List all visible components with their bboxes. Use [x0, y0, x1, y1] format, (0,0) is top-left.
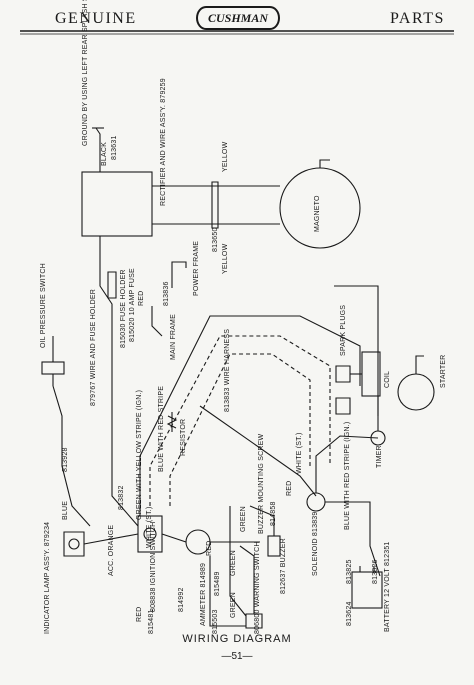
page-header: GENUINE CUSHMAN PARTS — [0, 0, 474, 40]
green-wire-1 — [229, 506, 247, 617]
starter-cable — [334, 285, 379, 416]
magneto-lead — [319, 159, 330, 168]
label-black: BLACK — [101, 142, 108, 166]
label-green-yellow-stripe: GREEN WITH YELLOW STRIPE (IGN.) — [136, 389, 143, 520]
label-coil: COIL — [384, 370, 391, 388]
fuse-to-switch-wire — [111, 332, 139, 527]
warning-switch-lead — [239, 545, 255, 614]
label-timer: TIMER — [376, 445, 383, 468]
diagram-title: WIRING DIAGRAM — [182, 633, 292, 645]
label-buzzer-screw: BUZZER MOUNTING SCREW — [258, 433, 265, 534]
label-magneto: MAGNETO — [314, 195, 321, 232]
harness-wire-2 — [199, 405, 317, 497]
spark-plug-1 — [335, 365, 351, 383]
label-part-813650: 813650 — [212, 227, 219, 252]
label-power-frame: POWER FRAME — [193, 240, 200, 296]
label-ignition-switch: 808838 IGNITION SWITCH — [150, 521, 157, 612]
label-spark-plugs: SPARK PLUGS — [340, 304, 347, 356]
indicator-lamp — [63, 531, 85, 557]
label-oil-pressure: OIL PRESSURE SWITCH — [40, 263, 47, 348]
label-red-switch: RED — [136, 606, 143, 622]
cushman-logo: CUSHMAN — [196, 6, 280, 30]
label-battery: BATTERY 12 VOLT 812351 — [384, 541, 391, 632]
wire-harness-inner — [169, 353, 311, 506]
buzzer-lead — [249, 505, 275, 536]
switch-to-ammeter — [161, 533, 187, 543]
label-red-lower: RED — [206, 540, 213, 556]
label-main-frame: MAIN FRAME — [170, 314, 177, 360]
power-frame-lead — [171, 261, 187, 288]
label-fuse-holder-part: 815030 FUSE HOLDER — [120, 269, 127, 348]
battery-box — [351, 571, 383, 609]
blue-wire — [52, 385, 91, 527]
label-red-mid: RED — [286, 480, 293, 496]
label-solenoid: SOLENOID 813839 — [312, 511, 319, 576]
label-ammeter: AMMETER 814989 — [200, 562, 207, 626]
label-part-813825: 813825 — [346, 559, 353, 584]
label-fuse-holder: 879767 WIRE AND FUSE HOLDER — [90, 288, 97, 406]
green-wire-2 — [209, 556, 246, 627]
ground-lead — [95, 127, 101, 172]
label-part-813826: 813826 — [372, 559, 379, 584]
indicator-lamp-bulb — [68, 538, 80, 550]
oil-pressure-switch — [41, 361, 65, 375]
label-part-814858: 814858 — [270, 501, 277, 526]
warning-switch — [245, 613, 263, 629]
label-part-813928: 813928 — [62, 447, 69, 472]
label-part-813631: 813631 — [111, 135, 118, 160]
connector-813650 — [211, 181, 219, 229]
page-number: —51— — [221, 651, 253, 662]
header-left-text: GENUINE — [55, 10, 137, 27]
harness-wire-1 — [139, 315, 361, 516]
coil-body — [361, 351, 381, 397]
label-resistor: RESISTOR — [180, 418, 187, 456]
label-yellow-bottom: YELLOW — [222, 243, 229, 274]
rectifier-box — [81, 171, 153, 237]
wire-harness-outer — [149, 335, 331, 506]
label-blue: BLUE — [62, 500, 69, 520]
starter-circle — [397, 373, 435, 411]
resistor-zigzag — [166, 415, 178, 429]
solenoid-to-battery — [325, 501, 381, 577]
wiring-diagram-drawing — [41, 127, 435, 629]
solenoid-to-timer — [315, 435, 379, 493]
header-right-text: PARTS — [390, 10, 445, 27]
spark-plug-2 — [335, 397, 351, 415]
battery-terminals — [359, 566, 375, 572]
label-red-fuse: RED — [138, 290, 145, 306]
label-white-st-2: WHITE (ST.) — [296, 432, 303, 474]
label-green-top: GREEN — [240, 506, 247, 532]
label-part-813624: 813624 — [346, 601, 353, 626]
label-warning-switch: 806800 WARNING SWITCH — [254, 541, 261, 634]
fuse-holder-wire — [99, 236, 113, 332]
label-wire-harness: 813833 WIRE HARNESS — [224, 328, 231, 412]
label-buzzer: 812637 BUZZER — [280, 538, 287, 594]
label-green-low: GREEN — [230, 592, 237, 618]
label-starter: STARTER — [440, 354, 447, 388]
label-part-813836: 813836 — [163, 281, 170, 306]
wiring-diagram: GROUND BY USING LEFT REAR SPLASH SHIELD … — [0, 0, 474, 636]
label-fuse: 815020 10 AMP FUSE — [129, 268, 136, 342]
label-part-813832: 813832 — [118, 485, 125, 510]
label-blue-red-stripe: BLUE WITH RED STRIPE — [158, 385, 165, 472]
label-acc: ACC. ORANGE — [108, 524, 115, 576]
label-part-814992: 814992 — [178, 587, 185, 612]
label-part-815489: 815489 — [214, 571, 221, 596]
label-part-815503: 815503 — [212, 609, 219, 634]
label-green-mid: GREEN — [230, 550, 237, 576]
starter-lead — [415, 355, 424, 374]
header-rules — [20, 30, 454, 35]
ignition-switch-key — [143, 527, 157, 541]
label-part-815481: 815481 — [148, 609, 155, 634]
label-ground: GROUND BY USING LEFT REAR SPLASH SHIELD … — [82, 0, 89, 146]
label-rectifier: RECTIFIER AND WIRE ASS'Y. 879259 — [160, 78, 167, 206]
fuse-holder — [107, 271, 117, 299]
lamp-to-switch-wire — [83, 533, 139, 545]
buzzer-body — [267, 535, 281, 557]
label-blue-red-ign: BLUE WITH RED STRIPE (IGN.) — [344, 421, 351, 530]
label-yellow-top: YELLOW — [222, 141, 229, 172]
label-indicator-lamp: INDICATOR LAMP ASS'Y. 879234 — [44, 521, 51, 634]
main-frame-lead — [151, 306, 163, 337]
